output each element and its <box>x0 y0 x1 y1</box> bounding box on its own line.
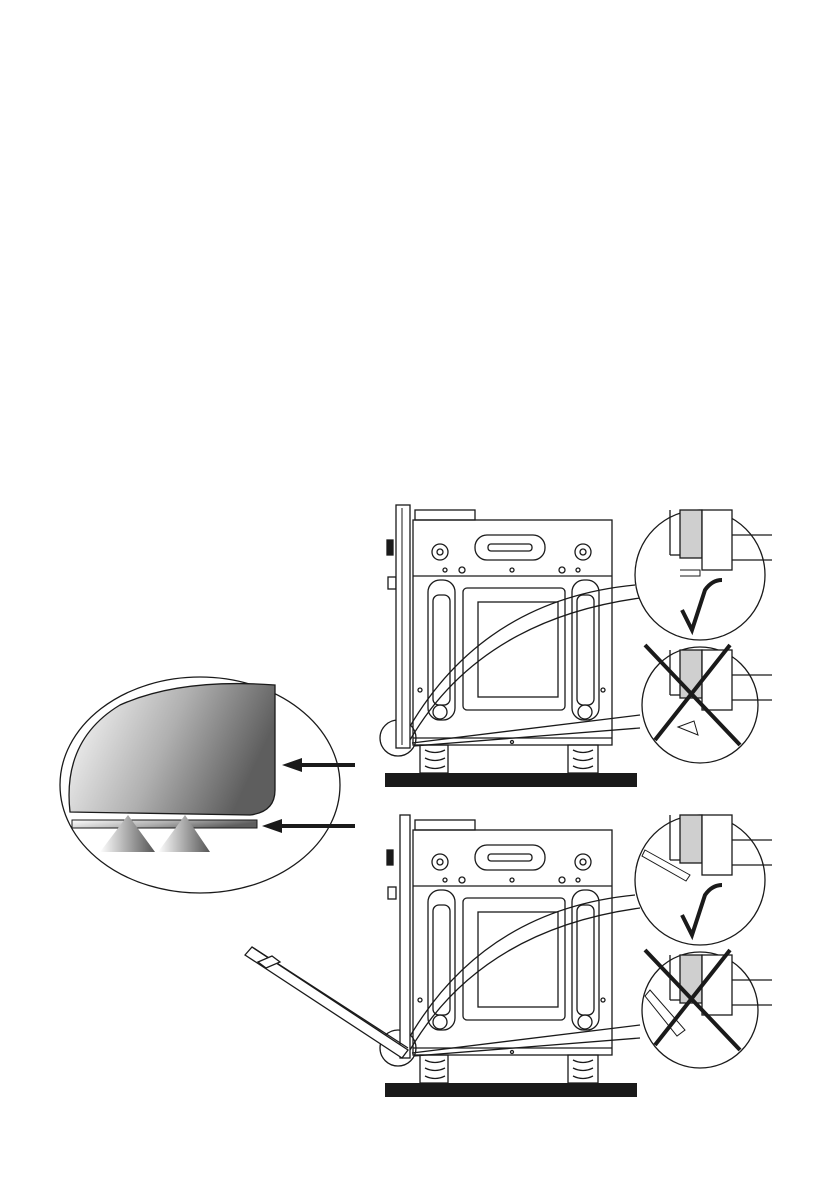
oven-door-open <box>245 947 408 1058</box>
door-seal <box>72 820 257 828</box>
callout-incorrect <box>642 950 772 1068</box>
detail-view <box>60 677 355 893</box>
callout-incorrect <box>642 645 772 763</box>
oven-door-closed <box>396 505 410 748</box>
callout-correct <box>635 815 772 945</box>
base-bar <box>385 1083 637 1097</box>
callout-correct <box>635 510 772 640</box>
base-bar <box>385 773 637 787</box>
panel-door-open <box>380 815 772 1097</box>
panel-door-closed <box>380 505 772 787</box>
door-glass <box>69 684 275 815</box>
